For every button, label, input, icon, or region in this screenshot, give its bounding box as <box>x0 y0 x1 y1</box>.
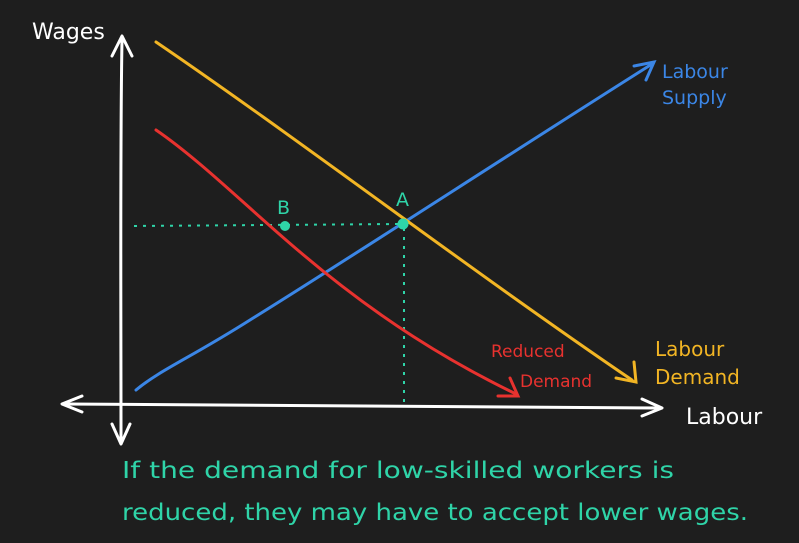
reduced-demand-arrow <box>496 376 521 398</box>
y-axis-label: Wages <box>32 20 105 45</box>
supply-line <box>134 62 654 392</box>
x-axis-label: Labour <box>686 405 763 430</box>
y-axis-arrow-bottom <box>110 422 132 446</box>
guide-lines <box>133 223 405 404</box>
x-axis-arrow-left <box>60 394 84 414</box>
supply-label-line1: Labour <box>662 61 728 83</box>
reduced-demand-line <box>154 128 518 396</box>
x-axis <box>62 402 662 410</box>
y-axis-arrow-top <box>110 34 134 58</box>
supply-arrow <box>632 59 657 82</box>
point-a-marker <box>397 218 409 230</box>
demand-line <box>154 40 634 382</box>
point-b-marker <box>280 221 290 231</box>
demand-label-line2: Demand <box>655 365 740 389</box>
supply-label-line2: Supply <box>662 87 727 109</box>
demand-arrow <box>614 360 638 384</box>
reduced-demand-curve <box>154 128 521 398</box>
axes <box>60 34 664 446</box>
demand-curve <box>154 40 638 384</box>
point-a-label: A <box>396 189 409 211</box>
caption-line2: reduced, they may have to accept lower w… <box>122 500 748 526</box>
reduced-demand-label-line1: Reduced <box>491 342 565 362</box>
demand-label-line1: Labour <box>655 337 725 361</box>
y-axis <box>119 38 124 442</box>
point-b-label: B <box>277 197 290 219</box>
x-axis-arrow-right <box>640 397 664 418</box>
caption-line1: If the demand for low-skilled workers is <box>122 458 674 484</box>
supply-curve <box>134 59 657 392</box>
reduced-demand-label-line2: Demand <box>520 372 592 392</box>
